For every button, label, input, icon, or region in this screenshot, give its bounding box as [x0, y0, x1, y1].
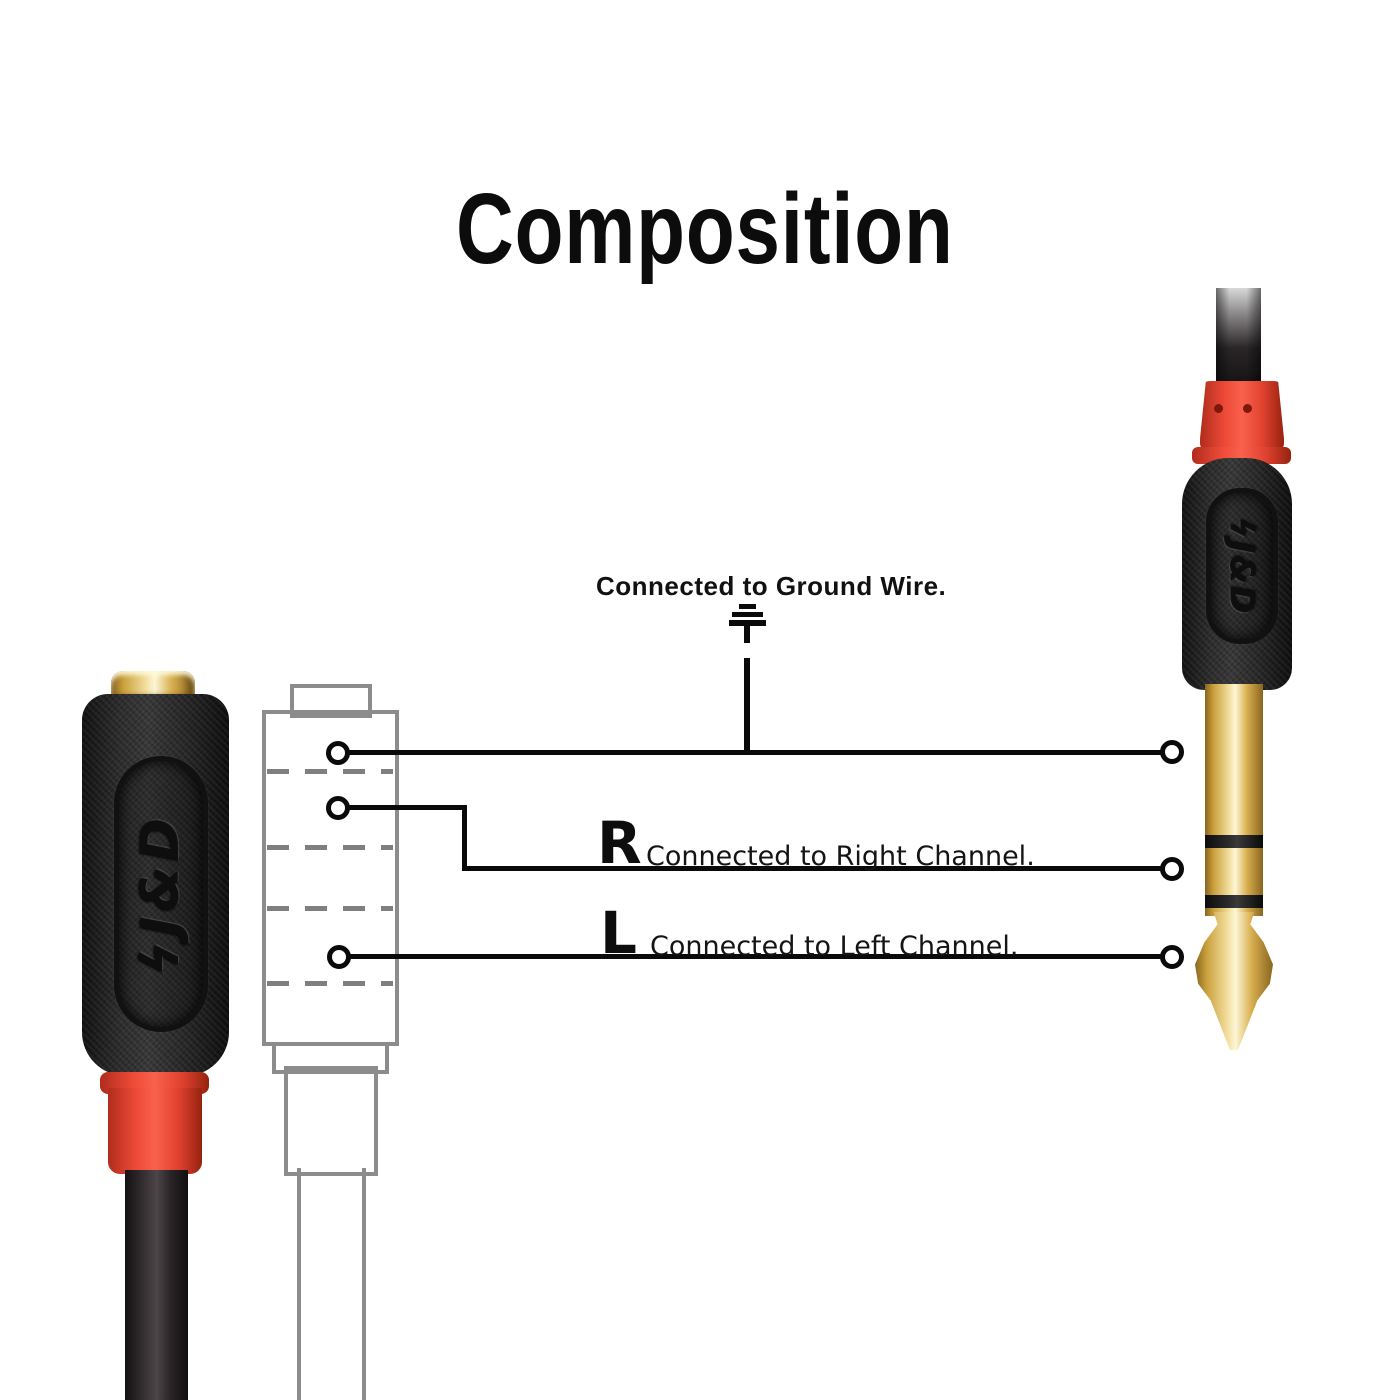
right-channel-letter: R [597, 809, 642, 877]
right-wire-seg1 [347, 805, 467, 810]
plug-shaft-gold [1205, 684, 1263, 916]
right-channel-caption: Connected to Right Channel. [646, 841, 1035, 872]
page-title: Composition [456, 173, 954, 285]
dashed-separator-4 [267, 981, 393, 986]
brand-emboss-left: ϟJ&D [114, 756, 208, 1032]
terminal-dot-right-right [1160, 857, 1184, 881]
dashed-separator-1 [267, 769, 393, 774]
ground-caption: Connected to Ground Wire. [596, 571, 947, 601]
ground-symbol-bar-1 [739, 604, 756, 609]
cable-right [1216, 288, 1261, 388]
brand-emboss-right: ϟJ&D [1206, 488, 1278, 644]
ghost-top-tab [290, 684, 372, 718]
lightning-bolt-icon: ϟ [1222, 516, 1262, 541]
insulator-ring-2 [1205, 895, 1263, 908]
ground-wire-line [347, 750, 1162, 755]
terminal-dot-right-left [326, 796, 350, 820]
left-channel-letter: L [600, 899, 637, 967]
terminal-dot-left-right [1160, 945, 1184, 969]
brand-logo-left: ϟJ&D [131, 813, 191, 975]
brand-name: J&D [131, 812, 192, 936]
relief-hole-2 [1243, 404, 1252, 413]
dashed-separator-2 [267, 845, 393, 850]
brand-logo-right: ϟJ&D [1223, 517, 1262, 615]
dashed-separator-3 [267, 906, 393, 911]
strain-relief-right [1200, 381, 1284, 453]
ground-stem-wire [744, 658, 750, 753]
ghost-step-1 [272, 1042, 389, 1074]
terminal-dot-ground-left [326, 741, 350, 765]
insulator-ring-1 [1205, 835, 1263, 848]
ghost-cable [297, 1168, 366, 1400]
plug-tip [1195, 912, 1273, 1050]
right-wire-line [462, 866, 1162, 871]
ghost-step-2 [284, 1066, 378, 1176]
ground-symbol-stub [744, 626, 750, 643]
cable-left [125, 1170, 188, 1400]
brand-name: J&D [1222, 540, 1262, 616]
strain-relief-left [108, 1088, 202, 1174]
left-wire-line [348, 954, 1162, 959]
terminal-dot-ground-right [1160, 740, 1184, 764]
ground-symbol-bar-2 [732, 612, 763, 617]
ground-symbol-bar-3 [729, 620, 766, 626]
right-wire-vert [462, 805, 467, 871]
lightning-bolt-icon: ϟ [131, 935, 192, 976]
relief-hole-1 [1214, 404, 1223, 413]
left-channel-caption: Connected to Left Channel. [650, 931, 1019, 962]
terminal-dot-left-left [327, 945, 351, 969]
